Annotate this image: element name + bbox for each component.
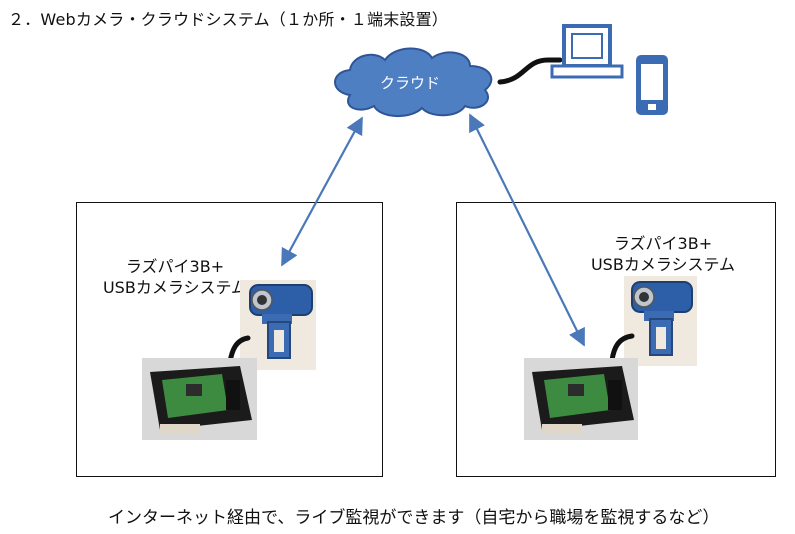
arrow-cloud-to-right-site bbox=[469, 113, 585, 347]
diagram-title: ２．Webカメラ・クラウドシステム（１か所・１端末設置） bbox=[8, 10, 449, 29]
cloud-icon bbox=[334, 47, 493, 117]
site-label-right: ラズパイ3B+ USBカメラシステム bbox=[588, 233, 738, 275]
cloud-label: クラウド bbox=[380, 74, 440, 92]
site-label-line2: USBカメラシステム bbox=[102, 278, 248, 297]
diagram-caption: インターネット経由で、ライブ監視ができます（自宅から職場を監視するなど） bbox=[108, 508, 720, 528]
usb-webcam-photo-left bbox=[240, 280, 316, 370]
site-label-line1: ラズパイ3B+ bbox=[125, 257, 225, 276]
site-label-left: ラズパイ3B+ USBカメラシステム bbox=[100, 256, 250, 298]
desktop-computer-icon bbox=[550, 24, 624, 79]
site-box-left bbox=[76, 202, 383, 477]
usb-webcam-photo-right bbox=[624, 276, 697, 366]
arrow-cloud-to-left-site bbox=[281, 116, 363, 267]
cloud-to-computer-cable bbox=[497, 57, 563, 85]
raspberry-pi-case-photo-left bbox=[142, 358, 257, 440]
raspberry-pi-case-photo-right bbox=[524, 358, 638, 440]
site-label-line1: ラズパイ3B+ bbox=[613, 234, 713, 253]
site-box-right bbox=[456, 202, 776, 477]
smartphone-icon bbox=[636, 55, 668, 115]
usb-cable-right bbox=[609, 333, 635, 363]
site-label-line2: USBカメラシステム bbox=[590, 255, 736, 274]
